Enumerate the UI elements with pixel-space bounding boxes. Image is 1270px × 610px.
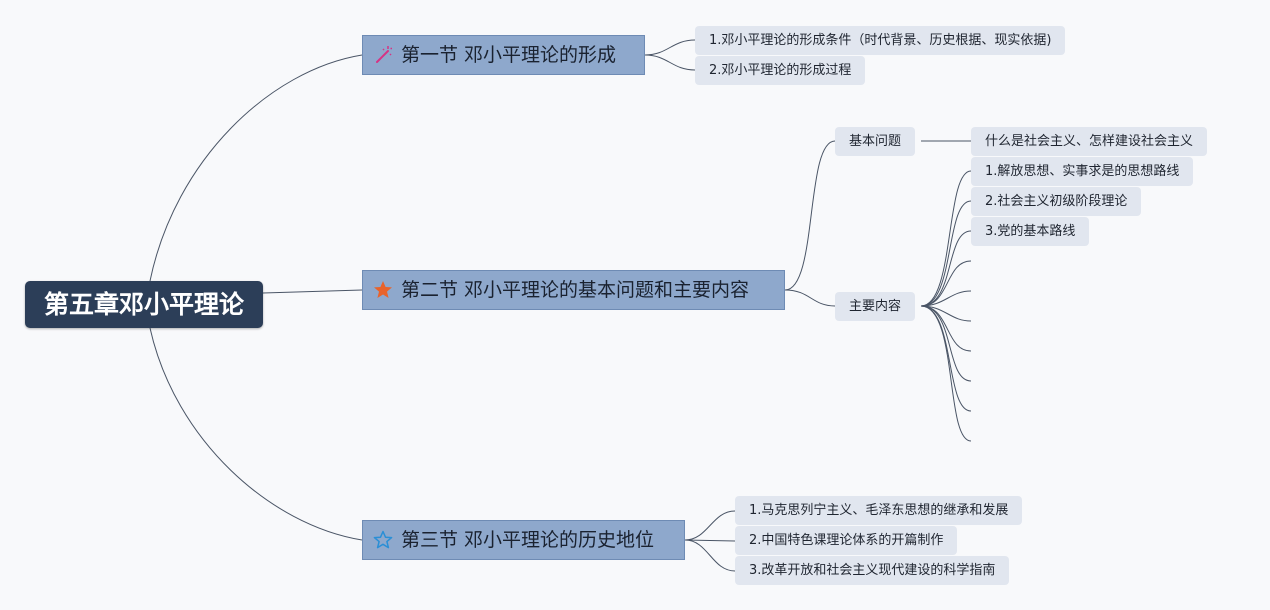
subtopic-main-content[interactable]: 主要内容 [835,292,916,321]
section-2-topic[interactable]: 第二节 邓小平理论的基本问题和主要内容 [362,270,785,310]
connector-root-section1 [149,54,363,282]
connector-main-empty7 [920,305,972,442]
connector-main-empty1 [920,260,972,307]
connector-root-section3 [149,327,363,541]
section-3-topic[interactable]: 第三节 邓小平理论的历史地位 [362,520,685,560]
subtopic-basic-question[interactable]: 基本问题 [835,127,916,156]
connector-main-empty5 [920,305,972,382]
section-1-label: 第一节 邓小平理论的形成 [401,44,617,66]
connector-s3-item2 [684,539,736,542]
connector-main-empty6 [920,305,972,412]
section-3-item-3[interactable]: 3.改革开放和社会主义现代建设的科学指南 [735,556,1010,585]
main-content-item-2[interactable]: 2.社会主义初级阶段理论 [971,187,1142,216]
connector-root-section2 [262,289,363,294]
section-3-label: 第三节 邓小平理论的历史地位 [401,529,655,551]
section-3-item-2[interactable]: 2.中国特色课理论体系的开篇制作 [735,526,958,555]
connector-s3-item1 [684,510,736,541]
main-content-item-1[interactable]: 1.解放思想、实事求是的思想路线 [971,157,1194,186]
connector-s2-main [784,289,836,307]
section-3-item-1[interactable]: 1.马克思列宁主义、毛泽东思想的继承和发展 [735,496,1023,525]
star-outline-icon [373,530,393,550]
connector-main-item3 [920,230,972,307]
section-1-topic[interactable]: 第一节 邓小平理论的形成 [362,35,645,75]
connector-s1-item1 [644,39,696,56]
root-topic[interactable]: 第五章邓小平理论 [25,281,263,328]
connector-s1-item2 [644,54,696,71]
basic-question-item-1[interactable]: 什么是社会主义、怎样建设社会主义 [971,127,1208,156]
main-content-item-3[interactable]: 3.党的基本路线 [971,217,1090,246]
section-1-item-1[interactable]: 1.邓小平理论的形成条件（时代背景、历史根据、现实依据) [695,26,1066,55]
section-2-label: 第二节 邓小平理论的基本问题和主要内容 [401,279,750,301]
magic-wand-icon [373,45,393,65]
section-1-item-2[interactable]: 2.邓小平理论的形成过程 [695,56,866,85]
connector-main-item2 [920,200,972,307]
connector-main-item1 [920,170,972,307]
star-filled-icon [373,280,393,300]
connector-main-empty2 [920,290,972,307]
connector-s3-item3 [684,539,736,572]
connector-s2-basic [784,140,836,291]
